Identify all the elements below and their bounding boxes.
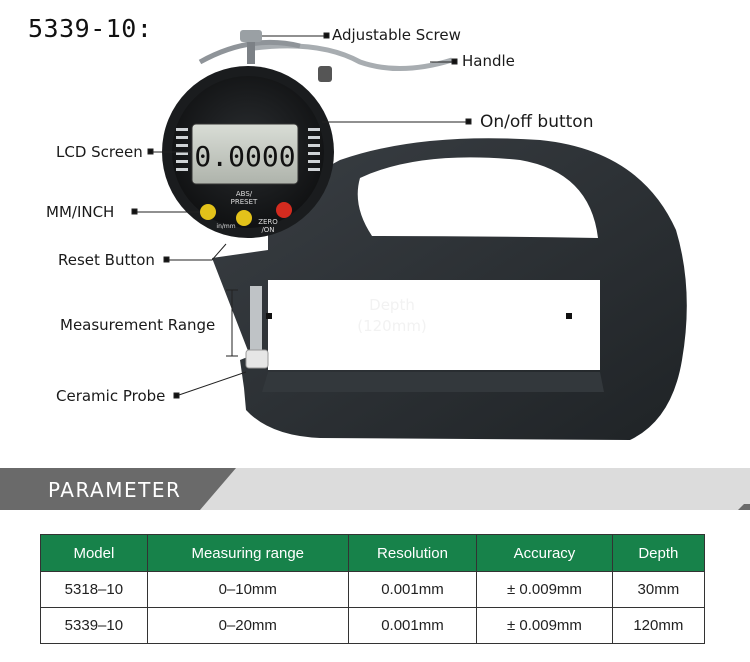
adjustable-screw	[240, 30, 262, 42]
section-title: PARAMETER	[48, 478, 182, 502]
table-header-row: Model Measuring range Resolution Accurac…	[40, 534, 706, 572]
header-accuracy: Accuracy	[476, 534, 613, 572]
handle	[253, 43, 453, 71]
on-label: /ON	[261, 226, 274, 234]
header-depth: Depth	[611, 534, 706, 572]
cell-measuring-range: 0–20mm	[146, 607, 349, 644]
on-off-knob	[318, 66, 332, 82]
cell-model: 5318–10	[40, 571, 148, 608]
zero-label: ZERO	[258, 218, 278, 226]
label-depth-value: (120mm)	[357, 317, 427, 335]
cell-resolution: 0.001mm	[347, 571, 478, 608]
label-ceramic-probe: Ceramic Probe	[56, 387, 165, 405]
zero-on-button[interactable]	[276, 202, 292, 218]
reset-button[interactable]	[236, 210, 252, 226]
parameter-table: Model Measuring range Resolution Accurac…	[40, 534, 706, 644]
thickness-gauge-diagram: 0.0000 ABS/ PRESET in/mm ZERO /ON Adjust…	[46, 26, 687, 440]
table-row: 5339–10 0–20mm 0.001mm ± 0.009mm 120mm	[40, 607, 706, 644]
header-model: Model	[40, 534, 148, 572]
frame-body	[212, 138, 687, 440]
cell-accuracy: ± 0.009mm	[476, 571, 613, 608]
header-measuring-range: Measuring range	[146, 534, 349, 572]
lower-arm	[262, 372, 604, 392]
parameter-banner	[0, 468, 750, 510]
table-row: 5318–10 0–10mm 0.001mm ± 0.009mm 30mm	[40, 571, 706, 608]
lcd-screen	[191, 123, 299, 185]
label-adjustable-screw: Adjustable Screw	[332, 26, 461, 44]
mm-inch-button[interactable]	[200, 204, 216, 220]
cell-measuring-range: 0–10mm	[146, 571, 349, 608]
label-measurement-range: Measurement Range	[60, 316, 215, 334]
cell-model: 5339–10	[40, 607, 148, 644]
label-handle: Handle	[462, 52, 515, 70]
abs-label: ABS/	[236, 190, 253, 198]
header-resolution: Resolution	[347, 534, 478, 572]
ceramic-probe	[245, 349, 269, 369]
cell-depth: 120mm	[611, 607, 706, 644]
preset-label: PRESET	[231, 198, 258, 206]
cell-resolution: 0.001mm	[347, 607, 478, 644]
in-mm-label: in/mm	[216, 223, 235, 230]
lcd-reading: 0.0000	[194, 140, 295, 173]
spindle	[250, 286, 262, 356]
label-reset-button: Reset Button	[58, 251, 155, 269]
cell-depth: 30mm	[611, 571, 706, 608]
label-on-off-button: On/off button	[480, 112, 593, 132]
label-mm-inch: MM/INCH	[46, 203, 114, 221]
dial-scale	[176, 128, 320, 171]
model-title: 5339-10:	[28, 14, 153, 43]
label-depth: Depth	[369, 296, 415, 314]
cell-accuracy: ± 0.009mm	[476, 607, 613, 644]
label-lcd-screen: LCD Screen	[56, 143, 143, 161]
